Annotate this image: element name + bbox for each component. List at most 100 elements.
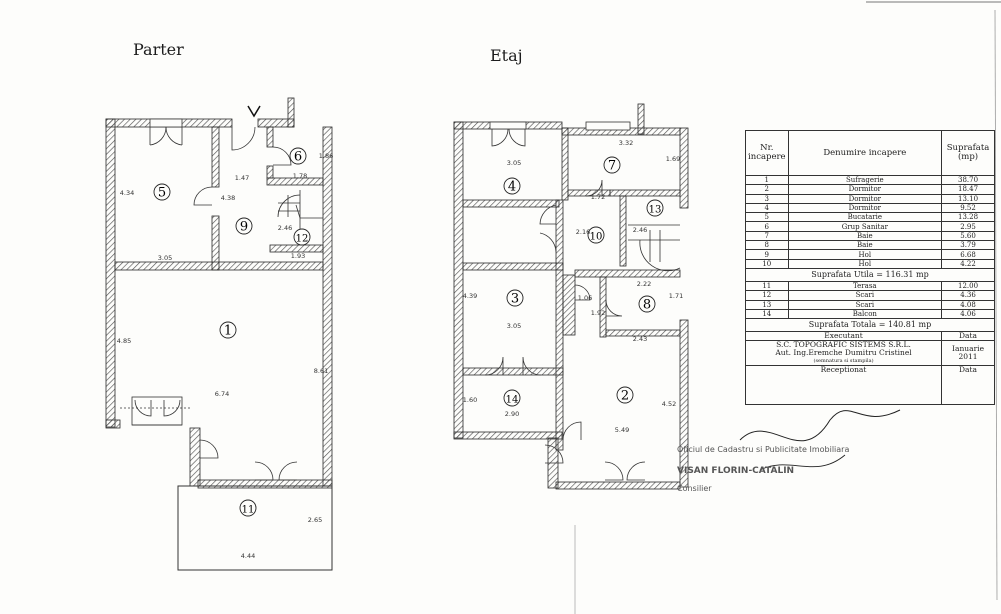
room-number: 7 (608, 159, 616, 174)
room-number: 5 (158, 186, 166, 201)
room-number: 12 (296, 234, 309, 245)
dimension-label: 6.74 (215, 390, 229, 398)
issue-date: Ianuarie 2011 (941, 340, 995, 367)
room-marker-1: 1 (219, 321, 237, 339)
schedule-cell-name: Hol (787, 249, 943, 260)
schedule-cell-nr: 13 (745, 299, 789, 310)
schedule-cell-nr: 5 (745, 212, 789, 223)
dimension-label: 3.05 (507, 159, 521, 167)
scan-edge-line (994, 9, 998, 601)
room-number: 10 (590, 232, 603, 243)
signature-mark (759, 454, 846, 471)
room-marker-14: 14 (503, 389, 521, 407)
schedule-cell-nr: 2 (745, 184, 789, 195)
dimension-label: 4.44 (241, 552, 255, 560)
dimension-label: 1.69 (666, 155, 680, 163)
schedule-cell-nr: 7 (745, 230, 789, 242)
dimension-label: 5.49 (615, 426, 629, 434)
dimension-label: 1.60 (463, 396, 477, 404)
dimension-label: 1.78 (293, 172, 307, 180)
schedule-cell-name: Baie (787, 240, 943, 251)
schedule-cell-nr: 11 (745, 280, 789, 292)
cadastre-stamp-role: Consilier (677, 484, 712, 493)
room-number: 11 (242, 505, 255, 516)
data2-label: Data (941, 365, 995, 406)
room-marker-2: 2 (616, 386, 634, 404)
dimension-label: 3.05 (158, 254, 172, 262)
dimension-label: 1.86 (319, 152, 333, 160)
room-marker-5: 5 (153, 183, 171, 201)
dimension-label: 3.05 (507, 322, 521, 330)
dimension-label: 2.22 (637, 280, 651, 288)
dimension-label: 4.34 (120, 189, 134, 197)
room-number: 6 (294, 150, 302, 165)
dimension-label: 1.47 (235, 174, 249, 182)
room-number: 1 (224, 324, 232, 339)
executant-label: Executant (744, 331, 943, 342)
schedule-cell-area: 4.22 (941, 258, 995, 269)
schedule-cell-nr: 9 (745, 249, 789, 260)
schedule-cell-name: Terasa (787, 280, 943, 292)
executant-details: S.C. TOPOGRAFIC SISTEMS S.R.L. Aut. Ing.… (744, 340, 943, 367)
ground-floor-openings (120, 105, 333, 571)
room-marker-4: 4 (503, 177, 521, 195)
room-marker-3: 3 (506, 289, 524, 307)
dimension-label: 1.06 (578, 294, 592, 302)
room-marker-8: 8 (638, 295, 656, 313)
schedule-cell-area: 5.60 (941, 230, 995, 242)
schedule-cell-area: 4.06 (941, 308, 995, 320)
schedule-cell-nr: 6 (745, 221, 789, 232)
dimension-label: 4.85 (117, 337, 131, 345)
room-number: 13 (649, 205, 662, 216)
col-head-area: Suprafata (mp) (941, 130, 995, 176)
dimension-label: 4.39 (463, 292, 477, 300)
col-head-nr: Nr. incapere (745, 130, 789, 176)
data-label: Data (941, 331, 995, 342)
room-marker-13: 13 (646, 199, 664, 217)
room-marker-12: 12 (293, 228, 311, 246)
schedule-cell-nr: 8 (745, 240, 789, 251)
schedule-cell-area: 2.95 (941, 221, 995, 232)
schedule-cell-name: Bucatarie (787, 212, 943, 223)
schedule-cell-area: 13.10 (941, 193, 995, 204)
room-number: 3 (511, 292, 519, 307)
useful-area-total: Suprafata Utila = 116.31 mp (745, 267, 995, 282)
room-number: 4 (508, 180, 516, 195)
dimension-label: 2.65 (308, 516, 322, 524)
dimension-label: 4.52 (662, 400, 676, 408)
col-head-name: Denumire incapere (787, 130, 943, 176)
cadastre-stamp-line1: Oficiul de Cadastru si Publicitate Imobi… (677, 445, 850, 454)
schedule-cell-nr: 12 (745, 290, 789, 301)
receptionat-label: Receptionat (744, 365, 943, 406)
schedule-cell-nr: 10 (745, 258, 789, 269)
dimension-label: 1.93 (291, 252, 305, 260)
engineer-name: Aut. Ing.Eremche Dumitru Cristinel (775, 348, 912, 358)
schedule-cell-name: Balcon (787, 308, 943, 320)
schedule-cell-name: Scari (787, 299, 943, 310)
upper-floor-openings (484, 121, 681, 481)
engineer-note: (semnatura si stampila) (813, 358, 874, 365)
schedule-cell-nr: 1 (745, 174, 789, 186)
room-number: 8 (643, 298, 651, 313)
upper-floor-plan (453, 103, 689, 490)
schedule-cell-name: Sufragerie (787, 174, 943, 186)
dimension-label: 4.38 (221, 194, 235, 202)
room-number: 14 (506, 395, 519, 406)
ground-floor-title: Parter (133, 40, 184, 59)
schedule-cell-name: Dormitor (787, 193, 943, 204)
schedule-cell-nr: 4 (745, 202, 789, 214)
schedule-cell-area: 3.79 (941, 240, 995, 251)
schedule-cell-area: 4.08 (941, 299, 995, 310)
schedule-cell-area: 13.28 (941, 212, 995, 223)
room-marker-11: 11 (239, 499, 257, 517)
